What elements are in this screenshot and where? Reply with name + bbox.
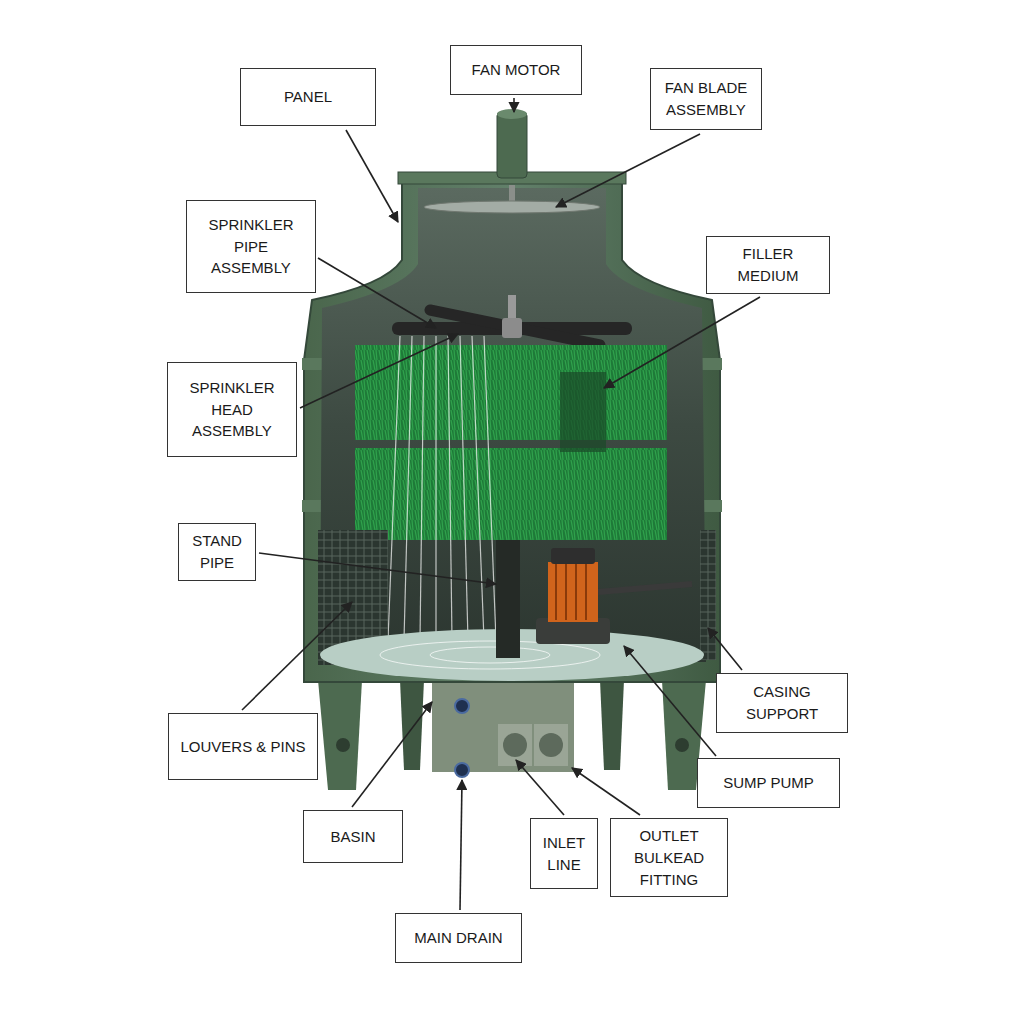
drain-plug — [455, 763, 469, 777]
tower-leg — [400, 680, 424, 770]
part-label: SPRINKLER HEAD ASSEMBLY — [176, 377, 288, 442]
label-box: FAN MOTOR — [450, 45, 582, 95]
water-ripple — [380, 641, 600, 669]
label-box: PANEL — [240, 68, 376, 126]
label-box: CASING SUPPORT — [716, 673, 848, 733]
label-box: FAN BLADE ASSEMBLY — [650, 68, 762, 130]
part-label: LOUVERS & PINS — [180, 736, 305, 758]
shell-band — [302, 358, 324, 370]
basin-box — [432, 680, 574, 772]
label-box: FILLER MEDIUM — [706, 236, 830, 294]
water-streams — [388, 336, 496, 640]
filler-block — [355, 448, 667, 540]
tower-leg — [600, 680, 624, 770]
stand-pipe — [496, 540, 520, 658]
part-label: FILLER MEDIUM — [715, 243, 821, 287]
inlet-hole — [503, 733, 527, 757]
louver — [700, 530, 716, 660]
part-label: STAND PIPE — [187, 530, 247, 574]
part-label: CASING SUPPORT — [725, 681, 839, 725]
label-box: SPRINKLER HEAD ASSEMBLY — [167, 362, 297, 457]
fan-motor-cap — [497, 109, 527, 119]
outlet-hole — [539, 733, 563, 757]
part-label: BASIN — [330, 826, 375, 848]
label-box: STAND PIPE — [178, 523, 256, 581]
pump-cap — [551, 548, 595, 564]
label-box: OUTLET BULKEAD FITTING — [610, 818, 728, 897]
leg-hole — [675, 738, 689, 752]
tower-shell — [304, 178, 720, 682]
leader-lines — [242, 98, 760, 910]
tower-leg — [318, 680, 362, 790]
filler-cut — [560, 372, 606, 452]
fan-blade — [424, 201, 600, 213]
label-box: BASIN — [303, 810, 403, 863]
flange — [498, 724, 532, 766]
part-label: SUMP PUMP — [723, 772, 814, 794]
leg-hole — [336, 738, 350, 752]
part-label: INLET LINE — [539, 832, 589, 876]
pump-body — [548, 562, 598, 622]
label-box: LOUVERS & PINS — [168, 713, 318, 780]
fan-motor — [497, 112, 527, 178]
filler-block — [355, 345, 667, 440]
sprinkler-pipe — [430, 310, 600, 345]
shell-band — [302, 500, 324, 512]
part-label: PANEL — [284, 86, 332, 108]
shell-band — [700, 358, 722, 370]
pump-discharge — [598, 584, 692, 592]
flange — [534, 724, 568, 766]
part-label: MAIN DRAIN — [414, 927, 502, 949]
pump-fins — [556, 564, 586, 620]
part-label: FAN MOTOR — [472, 59, 561, 81]
part-label: FAN BLADE ASSEMBLY — [659, 77, 753, 121]
label-box: INLET LINE — [530, 818, 598, 889]
drain-plug — [455, 699, 469, 713]
part-label: OUTLET BULKEAD FITTING — [619, 825, 719, 890]
label-box: SPRINKLER PIPE ASSEMBLY — [186, 200, 316, 293]
label-box: SUMP PUMP — [697, 758, 840, 808]
sprinkler-hub — [502, 318, 522, 338]
label-box: MAIN DRAIN — [395, 913, 522, 963]
part-label: SPRINKLER PIPE ASSEMBLY — [195, 214, 307, 279]
water-ripple — [430, 647, 550, 663]
